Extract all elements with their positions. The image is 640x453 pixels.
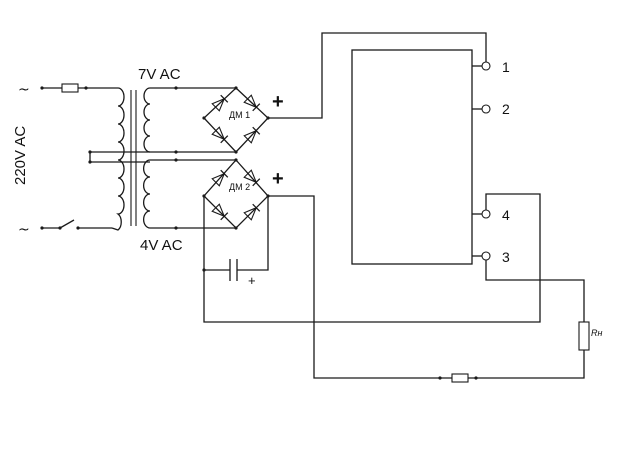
pin-4-label: 4 [502,207,510,223]
mains-voltage-label: 220V AC [12,126,29,185]
primary-winding [111,87,125,231]
capacitor-plus: + [248,273,256,288]
transformer: 7V AC 4V AC [88,66,183,254]
mains-input: ~ ~ 220V AC [12,82,112,238]
fuse-primary [61,83,79,93]
secondary-wiring [150,86,236,230]
module-rectangle [351,49,473,265]
terminal-2 [481,104,491,114]
ac-symbol-bottom: ~ [18,222,30,238]
ac-symbol-top: ~ [18,82,30,98]
pin-3-label: 3 [502,249,510,265]
terminal-4 [481,209,491,219]
terminal-3 [481,251,491,261]
fuse-output [451,373,469,383]
load-label: Rн [591,328,602,338]
bridge1-plus: + [272,91,284,113]
secondary-bottom-label: 4V AC [140,237,183,254]
bridge-rectifier-1: ДМ 1 + [202,86,284,154]
secondary-winding-top [143,87,151,153]
pin-2-label: 2 [502,101,510,117]
output-wiring: + Rн [202,32,602,383]
secondary-winding-bottom [143,159,151,229]
secondary-top-label: 7V AC [138,66,181,83]
load-resistor [578,321,590,351]
switch [59,219,75,229]
bridge1-label: ДМ 1 [229,110,250,120]
bridge2-label: ДМ 2 [229,182,250,192]
terminal-1 [481,61,491,71]
bridge-rectifier-2: ДМ 2 + [202,158,284,230]
bridge2-plus: + [272,168,284,190]
module-block: 1 2 4 3 [351,49,510,265]
pin-1-label: 1 [502,59,510,75]
